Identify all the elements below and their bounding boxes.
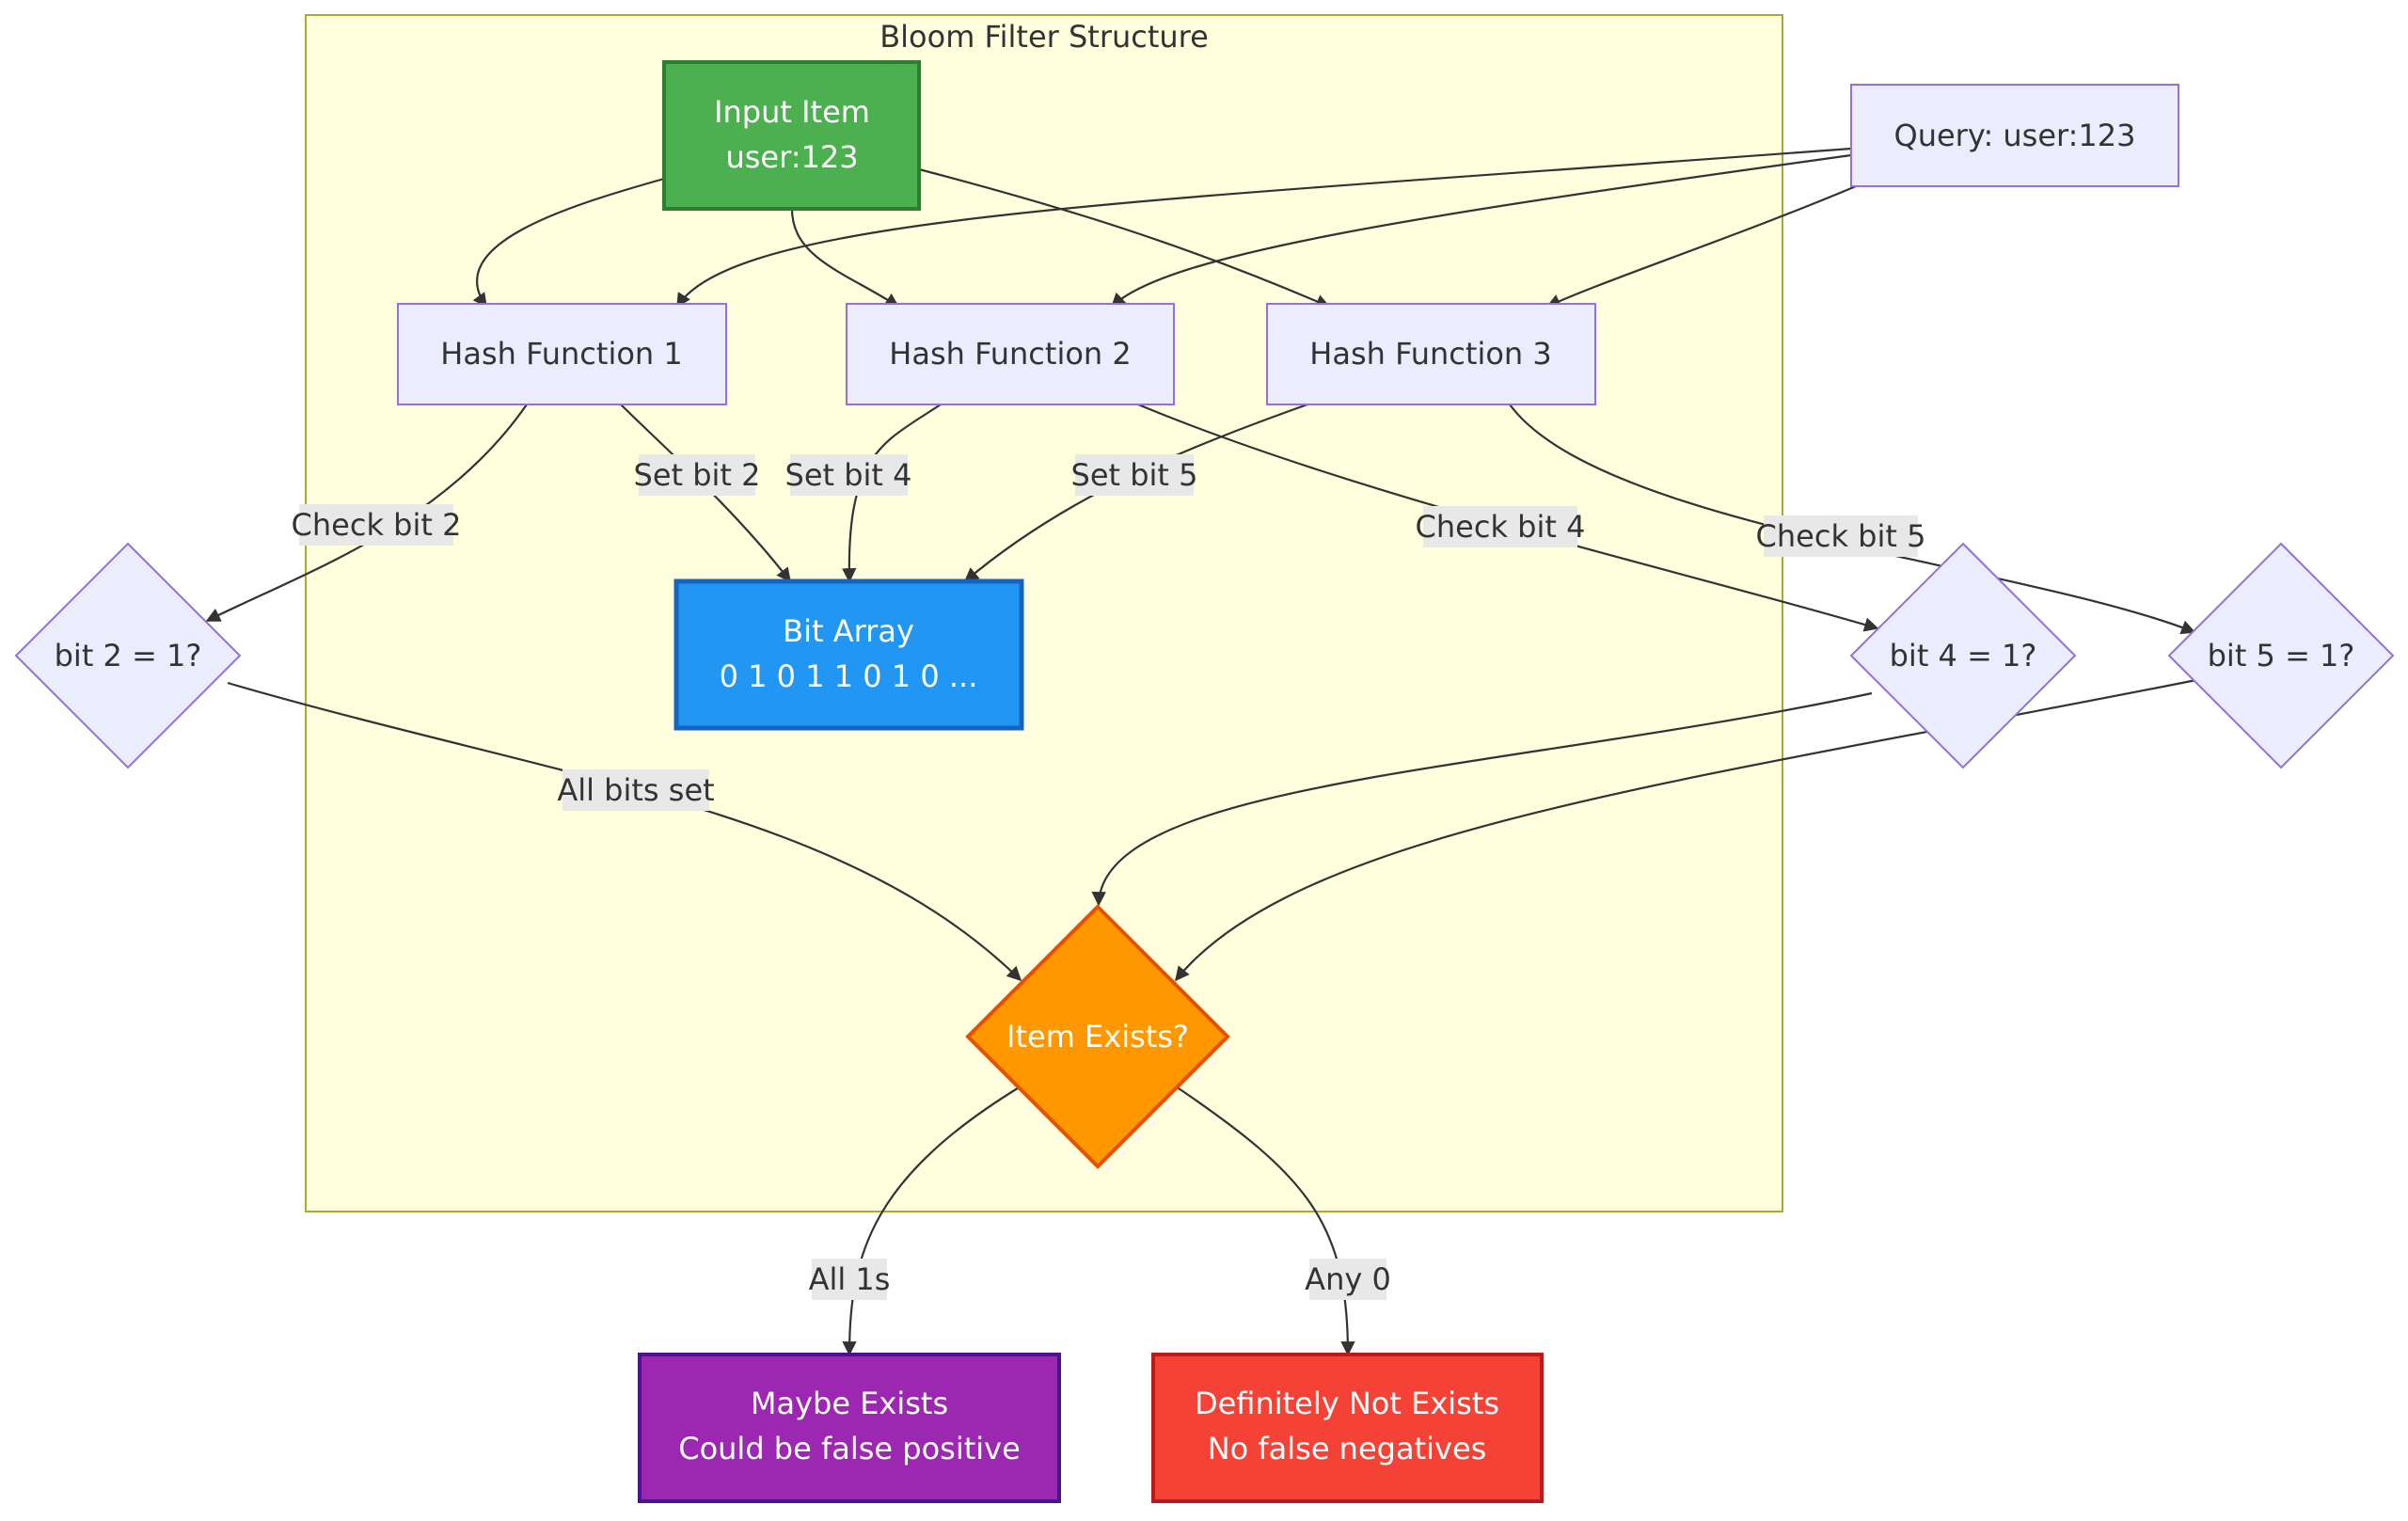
check-bit-2-diamond[interactable] — [14, 542, 242, 769]
cluster-title: Bloom Filter Structure — [879, 19, 1209, 55]
edge-label-set2: Set bit 2 — [634, 457, 761, 493]
edge-label-bg-any0 — [1309, 1259, 1386, 1300]
input-item-title: Input Item — [714, 94, 870, 130]
definitely-not-exists-box[interactable] — [1151, 1353, 1544, 1503]
edge-label-allbits: All bits set — [557, 772, 714, 808]
hash-function-1-box[interactable] — [397, 303, 727, 405]
bit-array-box[interactable] — [673, 578, 1024, 731]
edge-query-hash1 — [676, 147, 1852, 309]
edge-label-bg-set4 — [790, 454, 908, 496]
edge-label-set4: Set bit 4 — [785, 457, 912, 493]
check-bit-4-diamond[interactable] — [1849, 542, 2077, 769]
bit-array-title: Bit Array — [783, 613, 914, 649]
edge-check4-exists — [1091, 691, 1873, 907]
hash-function-3-box[interactable] — [1266, 303, 1596, 405]
edge-label-bg-set5 — [1075, 454, 1194, 496]
maybe-exists-box[interactable] — [638, 1353, 1061, 1503]
maybe-exists-note: Could be false positive — [678, 1431, 1021, 1466]
edge-label-any0: Any 0 — [1305, 1261, 1391, 1297]
hash-function-3-label: Hash Function 3 — [1309, 336, 1551, 372]
edge-label-bg-set2 — [639, 454, 755, 496]
node-hash-function-2[interactable]: Hash Function 2 — [846, 303, 1175, 405]
edge-exists-maybe — [842, 1085, 1022, 1356]
edge-label-check5: Check bit 5 — [1756, 518, 1926, 554]
node-check-bit-2[interactable]: bit 2 = 1? — [14, 542, 242, 769]
node-hash-function-3[interactable]: Hash Function 3 — [1266, 303, 1596, 405]
hash-function-2-box[interactable] — [846, 303, 1175, 405]
node-hash-function-1[interactable]: Hash Function 1 — [397, 303, 727, 405]
edge-label-bg-check4 — [1423, 506, 1577, 547]
input-item-value: user:123 — [725, 139, 858, 175]
check-bit-5-diamond[interactable] — [2167, 542, 2395, 769]
hash-function-1-label: Hash Function 1 — [440, 336, 682, 372]
edge-label-all1s: All 1s — [809, 1261, 891, 1297]
edge-query-hash2 — [1110, 153, 1852, 309]
edge-exists-notexists — [1175, 1085, 1355, 1356]
query-box[interactable] — [1850, 84, 2179, 187]
node-check-bit-5[interactable]: bit 5 = 1? — [2167, 542, 2395, 769]
definitely-not-exists-note: No false negatives — [1208, 1431, 1487, 1466]
node-bit-array[interactable]: Bit Array 0 1 0 1 1 0 1 0 ... — [673, 578, 1024, 731]
edge-input-hash2 — [790, 208, 900, 308]
bit-array-bits: 0 1 0 1 1 0 1 0 ... — [720, 658, 978, 694]
definitely-not-exists-title: Definitely Not Exists — [1195, 1386, 1499, 1421]
edge-labels: Set bit 2 Set bit 4 Set bit 5 Check bit … — [292, 454, 1926, 1300]
edge-input-hash1 — [472, 177, 665, 309]
check-bit-4-label: bit 4 = 1? — [1890, 638, 2037, 673]
edge-label-bg-check5 — [1764, 515, 1918, 557]
query-label: Query: user:123 — [1894, 118, 2136, 153]
node-check-bit-4[interactable]: bit 4 = 1? — [1849, 542, 2077, 769]
node-input-item[interactable]: Input Item user:123 — [662, 60, 921, 211]
hash-function-2-label: Hash Function 2 — [889, 336, 1131, 372]
edge-label-check2: Check bit 2 — [292, 507, 462, 543]
edge-label-bg-allbits — [562, 769, 709, 811]
edge-label-check4: Check bit 4 — [1416, 509, 1586, 545]
item-exists-diamond[interactable] — [965, 904, 1230, 1169]
edge-query-hash3 — [1545, 184, 1857, 309]
node-definitely-not-exists[interactable]: Definitely Not Exists No false negatives — [1151, 1353, 1544, 1503]
node-query[interactable]: Query: user:123 — [1850, 84, 2179, 187]
check-bit-2-label: bit 2 = 1? — [55, 638, 202, 673]
check-bit-5-label: bit 5 = 1? — [2208, 638, 2355, 673]
maybe-exists-title: Maybe Exists — [751, 1386, 948, 1421]
edge-label-set5: Set bit 5 — [1071, 457, 1198, 493]
node-item-exists[interactable]: Item Exists? — [965, 904, 1230, 1169]
edge-input-hash3 — [918, 167, 1331, 309]
edge-label-bg-all1s — [812, 1259, 887, 1300]
input-item-box[interactable] — [662, 60, 921, 211]
edge-label-bg-check2 — [299, 504, 453, 546]
node-maybe-exists[interactable]: Maybe Exists Could be false positive — [638, 1353, 1061, 1503]
item-exists-label: Item Exists? — [1006, 1019, 1189, 1054]
